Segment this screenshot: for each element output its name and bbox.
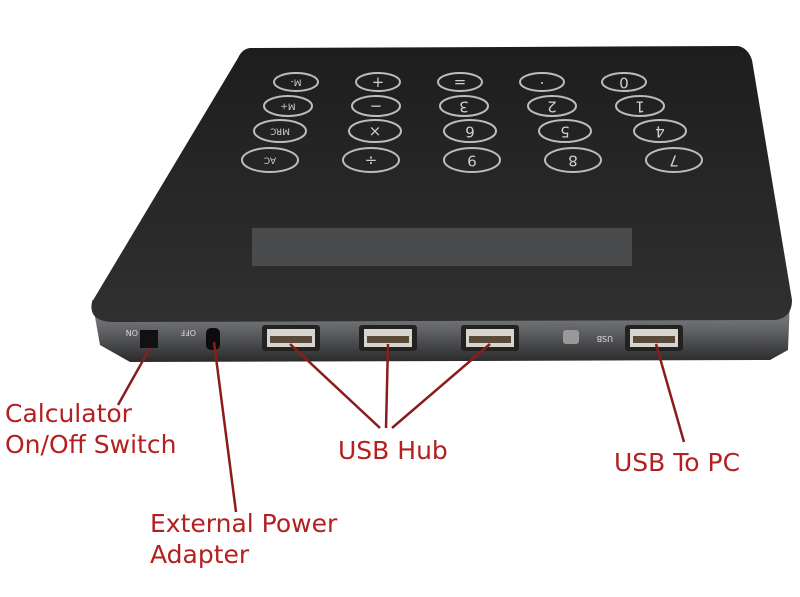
calculator-key[interactable]: [241, 147, 299, 173]
usb-marking: USB: [597, 334, 613, 343]
hub-callout-line-2: [384, 343, 390, 429]
switch-off-marking: OFF: [180, 328, 196, 337]
pc-callout-line: [654, 343, 686, 443]
usb-hub-port[interactable]: [262, 325, 320, 351]
usb-hub-port[interactable]: [461, 325, 519, 351]
calculator-key-label: 2: [547, 98, 557, 116]
calculator-key[interactable]: [348, 119, 402, 143]
calculator-key-label: 0: [619, 74, 629, 92]
calculator-key-label: M+: [280, 101, 295, 111]
calculator-key[interactable]: [253, 119, 307, 143]
callout-pc-label: USB To PC: [614, 448, 741, 477]
usb-to-pc-port[interactable]: [625, 325, 683, 351]
hub-callout-line-3: [391, 343, 491, 429]
calculator-key[interactable]: [355, 72, 401, 92]
calculator-key-label: AC: [264, 155, 276, 165]
calculator-key[interactable]: [439, 95, 489, 117]
power-callout-line: [212, 341, 238, 513]
calculator-key[interactable]: [633, 119, 687, 143]
calculator-key[interactable]: [538, 119, 592, 143]
calculator-key[interactable]: [273, 72, 319, 92]
callout-switch-label: Calculator On/Off Switch: [5, 399, 177, 459]
power-adapter-jack[interactable]: [206, 328, 220, 350]
calculator-key[interactable]: [351, 95, 401, 117]
usb-hub-port[interactable]: [359, 325, 417, 351]
calculator-key[interactable]: [527, 95, 577, 117]
calculator-key-label: 7: [669, 152, 679, 170]
calculator-key-label: 6: [465, 123, 475, 141]
switch-on-marking: ON: [126, 328, 138, 337]
calculator-key[interactable]: [263, 95, 313, 117]
calculator-key-label: MRC: [270, 126, 290, 136]
calculator-key[interactable]: [544, 147, 602, 173]
calculator-key-label: 3: [459, 98, 469, 116]
calculator-key-label: ·: [540, 74, 545, 92]
calculator-key-label: 1: [635, 98, 645, 116]
hub-callout-line-1: [289, 343, 381, 429]
calculator-key-label: ×: [369, 123, 382, 141]
calculator-key[interactable]: [615, 95, 665, 117]
calculator-key-label: 9: [467, 152, 477, 170]
calculator-key[interactable]: [443, 119, 497, 143]
calculator-key[interactable]: [443, 147, 501, 173]
calculator-key-label: =: [454, 74, 467, 92]
calculator-key[interactable]: [519, 72, 565, 92]
calculator-key[interactable]: [645, 147, 703, 173]
lcd-display: [252, 228, 632, 266]
calculator-key-label: 5: [560, 123, 570, 141]
calculator-key-label: 8: [568, 152, 578, 170]
calculator-key-label: ÷: [365, 152, 378, 170]
calculator-key-label: M-: [290, 77, 301, 87]
usb-logo-icon: [563, 330, 579, 344]
calculator-key[interactable]: [342, 147, 400, 173]
calculator-key-label: +: [372, 74, 385, 92]
callout-hub-label: USB Hub: [338, 436, 448, 465]
calculator-key-label: −: [370, 98, 383, 116]
calculator-key-label: 4: [655, 123, 665, 141]
callout-lines: [116, 341, 686, 513]
calculator-key[interactable]: [601, 72, 647, 92]
switch-callout-line: [116, 347, 152, 406]
power-switch[interactable]: [140, 330, 158, 348]
callout-power-label: External Power Adapter: [150, 509, 338, 569]
calculator-key[interactable]: [437, 72, 483, 92]
